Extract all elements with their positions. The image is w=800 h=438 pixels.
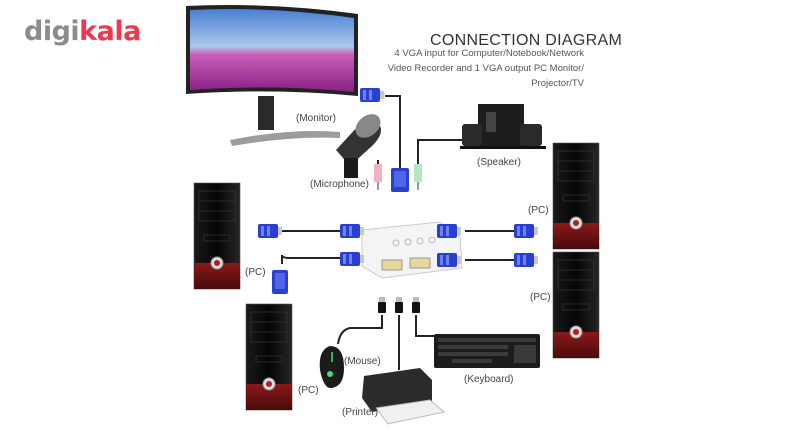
- digikala-logo[interactable]: digikala: [24, 16, 141, 47]
- pc-label-left: (PC): [245, 267, 266, 278]
- usb-plug-icon: [378, 297, 386, 313]
- vga-connector-icon: [391, 168, 409, 192]
- vga-connector-icon: [340, 252, 364, 266]
- description-line: 4 VGA input for Computer/Notebook/Networ…: [394, 48, 584, 59]
- description-line: Video Recorder and 1 VGA output PC Monit…: [387, 63, 584, 74]
- pc-tower-icon: [245, 303, 293, 411]
- usb-plug-icon: [412, 297, 420, 313]
- keyboard-icon: [434, 334, 540, 368]
- pc-label-bottom-left: (PC): [298, 385, 319, 396]
- logo-red-part: kala: [79, 16, 141, 47]
- pc-tower-icon: [552, 251, 600, 359]
- microphone-label: (Microphone): [310, 179, 369, 190]
- printer-icon: [362, 368, 446, 425]
- vga-connector-icon: [340, 224, 364, 238]
- mouse-icon: [319, 346, 344, 389]
- pc-label-top-right: (PC): [528, 205, 549, 216]
- speaker-icon: [414, 104, 546, 190]
- monitor-icon: [186, 5, 358, 146]
- logo-gray-part: digi: [24, 16, 80, 47]
- keyboard-label: (Keyboard): [464, 374, 514, 385]
- speaker-label: (Speaker): [477, 157, 521, 168]
- pc-tower-icon: [193, 182, 241, 290]
- diagram-title: CONNECTION DIAGRAM: [430, 32, 623, 49]
- pc-label-bottom-right: (PC): [530, 292, 551, 303]
- vga-connector-icon: [514, 253, 538, 267]
- vga-connector-icon: [360, 88, 384, 102]
- pc-tower-icon: [552, 142, 600, 250]
- monitor-label: (Monitor): [296, 113, 337, 124]
- vga-connector-icon: [514, 224, 538, 238]
- mouse-label: (Mouse): [344, 356, 381, 367]
- vga-connector-icon: [272, 270, 288, 294]
- vga-connector-icon: [258, 224, 282, 238]
- diagram-description: 4 VGA input for Computer/Notebook/Networ…: [384, 46, 584, 91]
- description-line: Projector/TV: [531, 78, 584, 89]
- printer-label: (Printer): [342, 407, 379, 418]
- usb-plug-icon: [395, 297, 403, 313]
- microphone-icon: [336, 114, 382, 190]
